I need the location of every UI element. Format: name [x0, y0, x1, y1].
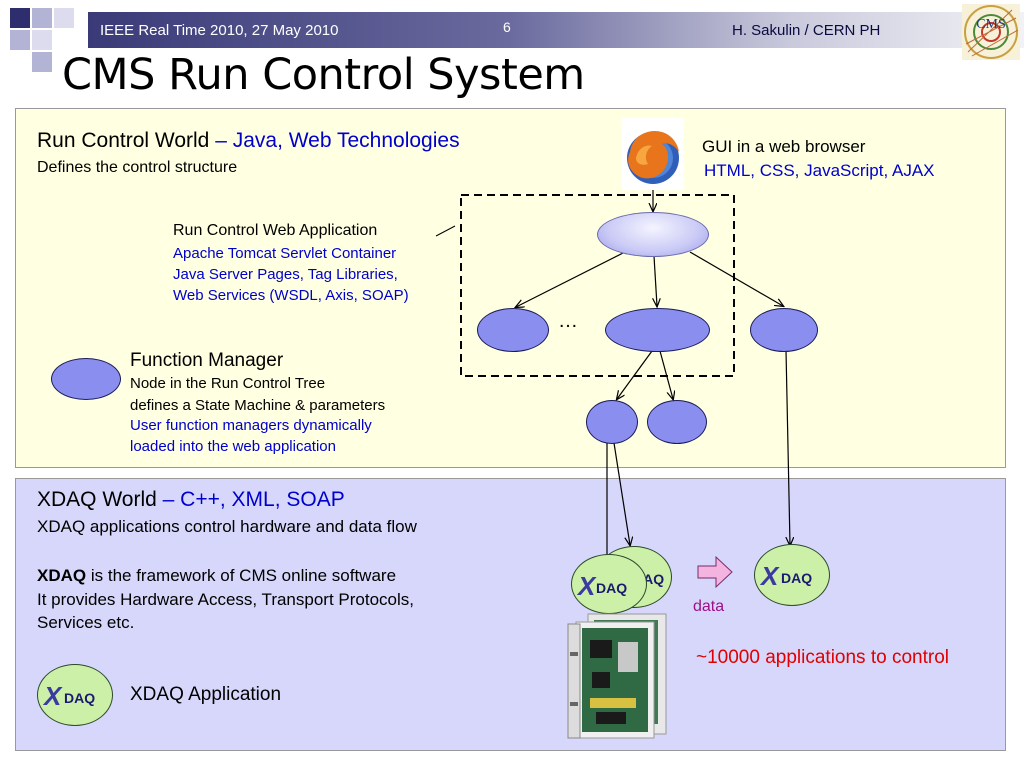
xdaq-world-title: XDAQ World – C++, XML, SOAP [37, 488, 345, 512]
gui-technologies: HTML, CSS, JavaScript, AJAX [704, 161, 935, 180]
edge [689, 251, 783, 306]
rc-world-title-main: Run Control World [37, 129, 210, 152]
edge [654, 255, 657, 306]
svg-text:X: X [759, 561, 780, 591]
edge [613, 442, 630, 545]
page-number: 6 [503, 19, 511, 35]
svg-text:DAQ: DAQ [781, 570, 812, 586]
cms-logo: CMS [962, 4, 1020, 60]
svg-text:CMS: CMS [976, 17, 1006, 32]
svg-text:DAQ: DAQ [64, 690, 95, 706]
xdaq-desc-1: XDAQ applications control hardware and d… [37, 517, 417, 536]
fm-title: Function Manager [130, 350, 284, 371]
apps-count-label: ~10000 applications to control [696, 647, 949, 668]
xdaq-world-panel [15, 478, 1006, 751]
webapp-line: Web Services (WSDL, Axis, SOAP) [173, 287, 409, 304]
function-manager-node [477, 308, 549, 352]
svg-text:X: X [576, 571, 597, 601]
xdaq-desc-2: XDAQ is the framework of CMS online soft… [37, 566, 396, 586]
rc-world-title: Run Control World – Java, Web Technologi… [37, 129, 460, 153]
deco-square [32, 30, 52, 50]
data-label: data [693, 598, 725, 615]
xdaq-world-title-main: XDAQ World [37, 488, 157, 511]
run-control-world-panel [15, 108, 1006, 468]
fm-desc-3: User function managers dynamically [130, 417, 372, 434]
webapp-callout-line [435, 225, 456, 237]
deco-square [10, 8, 30, 28]
xdaq-legend-label: XDAQ Application [130, 684, 282, 705]
svg-text:DAQ: DAQ [596, 580, 627, 596]
page-title: CMS Run Control System [62, 50, 585, 100]
edge [516, 251, 626, 307]
function-manager-node [750, 308, 818, 352]
function-manager-node [605, 308, 710, 352]
xdaq-desc-3: It provides Hardware Access, Transport P… [37, 590, 414, 609]
rc-world-title-tech: – Java, Web Technologies [209, 129, 460, 152]
xdaq-world-title-tech: – C++, XML, SOAP [156, 488, 345, 511]
xdaq-desc-2-bold: XDAQ [37, 566, 87, 585]
ellipsis-label: … [558, 310, 578, 332]
data-arrow [697, 555, 733, 589]
header-conference: IEEE Real Time 2010, 27 May 2010 [100, 22, 339, 39]
xdaq-desc-2-rest: is the framework of CMS online software [86, 566, 397, 585]
svg-text:X: X [42, 681, 63, 711]
fm-desc-2: defines a State Machine & parameters [130, 397, 386, 414]
fm-desc-4: loaded into the web application [130, 438, 336, 455]
webapp-line: Java Server Pages, Tag Libraries, [173, 266, 398, 283]
firefox-icon [622, 118, 684, 190]
deco-square [10, 30, 30, 50]
header-author: H. Sakulin / CERN PH [732, 22, 881, 39]
rc-world-subtitle: Defines the control structure [37, 159, 238, 176]
deco-square [32, 8, 52, 28]
top-function-manager-node [597, 212, 709, 257]
xdaq-desc-4: Services etc. [37, 613, 135, 632]
header-bar [88, 12, 1024, 48]
function-manager-node [586, 400, 638, 444]
edge [617, 350, 653, 399]
function-manager-legend-node [51, 358, 121, 400]
hardware-board-image [566, 612, 668, 740]
webapp-line: Apache Tomcat Servlet Container [173, 245, 397, 262]
webapp-dashed-boundary [460, 194, 735, 377]
edge [786, 349, 790, 545]
webapp-title: Run Control Web Application [173, 222, 378, 239]
deco-square [32, 52, 52, 72]
fm-desc-1: Node in the Run Control Tree [130, 375, 326, 392]
deco-square [54, 8, 74, 28]
edge [659, 350, 673, 399]
gui-label: GUI in a web browser [702, 137, 866, 156]
function-manager-node [647, 400, 707, 444]
